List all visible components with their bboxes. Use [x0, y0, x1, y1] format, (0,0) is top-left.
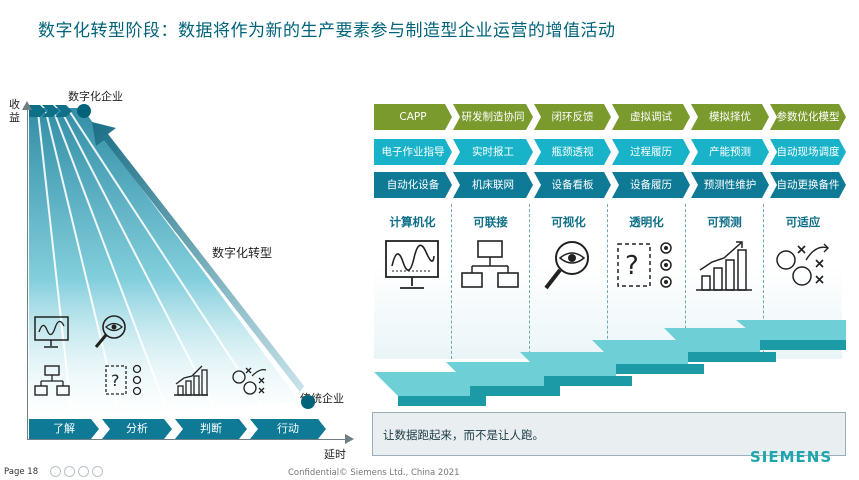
column-transparent: 透明化 ? [608, 204, 686, 359]
analysis-steps-bar: 了解 分析 判断 行动 [29, 419, 329, 439]
step-judge: 判断 [175, 419, 247, 439]
step-act: 行动 [250, 419, 326, 439]
x-axis-label: 延时 [324, 448, 346, 461]
transformation-chart: 收益 延时 数字化企业 传统企业 数字化转型 ? [0, 0, 370, 480]
capability-row-1: CAPP 研发制造协同 闭环反馈 虚拟调试 模拟择优 参数优化模型 [374, 104, 847, 130]
prev-slide-icon[interactable] [50, 466, 61, 477]
x-axis [27, 439, 347, 440]
column-title: 可视化 [551, 215, 586, 229]
slogan-box: 让数据跑起来，而不是让人跑。 [372, 412, 846, 456]
transformation-label: 数字化转型 [212, 246, 273, 260]
strategy-board-icon [232, 367, 267, 395]
digital-enterprise-dot [77, 104, 91, 118]
top-chevrons [29, 105, 72, 117]
row3-cell: 预测性维护 [691, 172, 769, 198]
column-title: 可预测 [707, 215, 742, 229]
column-connectable: 可联接 [452, 204, 530, 359]
y-axis-label: 收益 [9, 98, 20, 124]
row1-cell: 闭环反馈 [534, 104, 611, 130]
magnifier-eye-icon [94, 315, 126, 348]
row1-cell: 虚拟调试 [612, 104, 690, 130]
row2-cell: 过程履历 [612, 139, 690, 165]
row3-cell: 机床联网 [453, 172, 533, 198]
bar-chart-icon [696, 241, 752, 291]
row1-cell: 参数优化模型 [770, 104, 846, 130]
column-predictable: 可预测 [686, 204, 764, 359]
row1-cell: 模拟择优 [691, 104, 769, 130]
y-axis-arrow [22, 101, 32, 110]
row1-cell: CAPP [374, 104, 452, 130]
copy-slide-icon[interactable] [64, 466, 75, 477]
row3-cell: 设备履历 [612, 172, 690, 198]
column-title: 计算机化 [389, 215, 436, 229]
transformation-arrow [92, 122, 304, 392]
network-icon [461, 240, 519, 288]
column-title: 透明化 [629, 215, 664, 229]
monitor-wave-icon [34, 316, 69, 348]
network-icon [34, 365, 70, 396]
strategy-board-icon [776, 243, 829, 286]
page-number: Page 18 [4, 467, 39, 477]
row2-cell: 产能预测 [691, 139, 769, 165]
question-targets-icon: ? [105, 364, 142, 396]
capability-row-2: 电子作业指导 实时报工 瓶颈透视 过程履历 产能预测 自动现场调度 [374, 139, 847, 165]
page-title: 数字化转型阶段：数据将作为新的生产要素参与制造型企业运营的增值活动 [38, 21, 616, 41]
question-targets-icon: ? [617, 242, 672, 288]
maturity-columns: 计算机化 可联接 可视化 透明化 [374, 204, 844, 359]
column-title: 可联接 [473, 215, 508, 229]
column-visualized: 可视化 [530, 204, 608, 359]
slogan-text: 让数据跑起来，而不是让人跑。 [383, 428, 544, 442]
row2-cell: 电子作业指导 [374, 139, 452, 165]
more-options-icon[interactable] [92, 466, 103, 477]
confidential-notice: Confidential© Siemens Ltd., China 2021 [288, 468, 460, 478]
magnifier-eye-icon [544, 241, 589, 290]
digital-enterprise-label: 数字化企业 [68, 90, 123, 103]
column-title: 可适应 [785, 215, 821, 229]
step-understand: 了解 [29, 419, 99, 439]
bar-chart-icon [174, 365, 208, 396]
step-analyze: 分析 [102, 419, 172, 439]
row2-cell: 自动现场调度 [770, 139, 846, 165]
row2-cell: 瓶颈透视 [534, 139, 611, 165]
row1-cell: 研发制造协同 [453, 104, 533, 130]
siemens-logo: SIEMENS [750, 448, 833, 466]
column-adaptive: 可适应 [764, 204, 842, 359]
svg-text:?: ? [111, 371, 120, 390]
row3-cell: 设备看板 [534, 172, 611, 198]
slide-nav-controls[interactable] [50, 466, 103, 477]
row3-cell: 自动化设备 [374, 172, 452, 198]
fan-area [29, 108, 300, 420]
capability-row-3: 自动化设备 机床联网 设备看板 设备履历 预测性维护 自动更换备件 [374, 172, 847, 198]
fan-rays [37, 111, 271, 419]
svg-text:?: ? [625, 251, 639, 281]
zoom-icon[interactable] [78, 466, 89, 477]
row2-cell: 实时报工 [453, 139, 533, 165]
x-axis-arrow [345, 434, 354, 444]
y-axis [27, 108, 28, 440]
column-computerized: 计算机化 [374, 204, 452, 359]
monitor-wave-icon [385, 240, 439, 289]
row3-cell: 自动更换备件 [770, 172, 846, 198]
traditional-enterprise-dot [301, 395, 315, 409]
chart-graphic [29, 105, 304, 420]
